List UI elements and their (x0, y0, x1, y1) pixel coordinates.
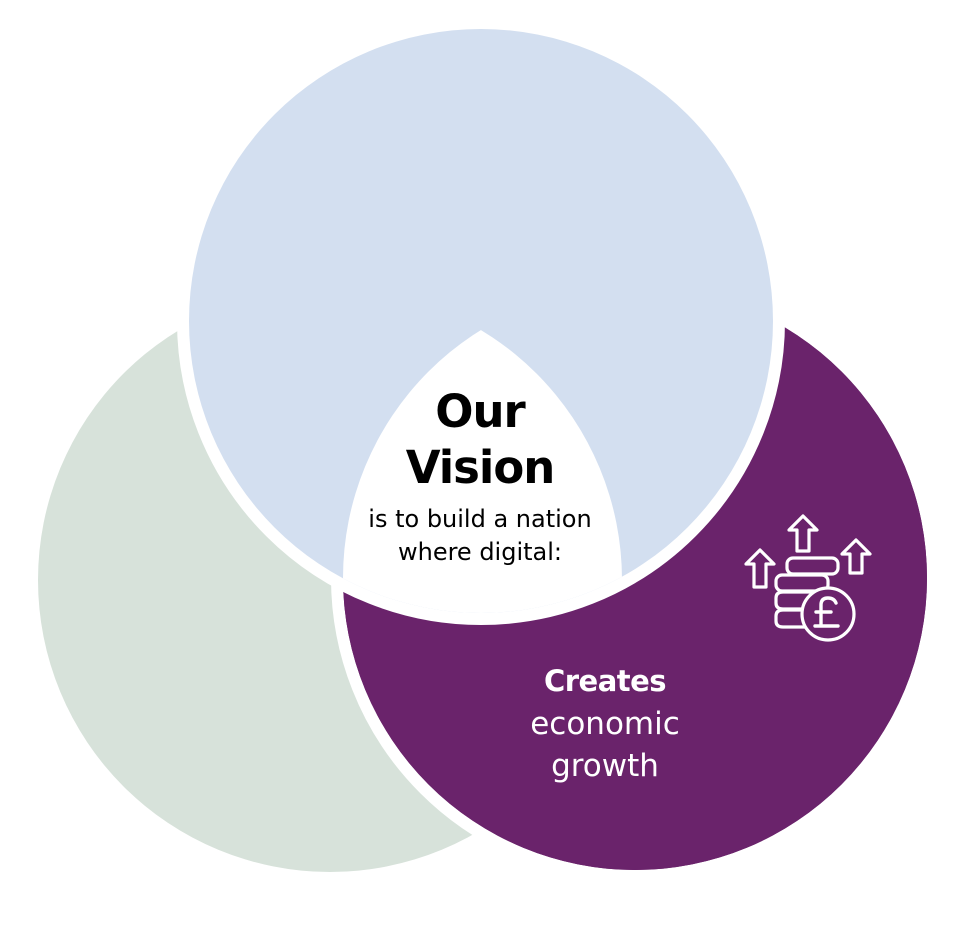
vision-title-line1: Our (435, 385, 525, 438)
vision-title-line2: Vision (405, 441, 556, 494)
purple-label-line2: economic (530, 706, 680, 742)
purple-label-line3: growth (551, 748, 659, 784)
purple-label: economic growth (480, 703, 730, 787)
vision-subtitle-line2: where digital: (397, 538, 562, 566)
vision-subtitle: is to build a nation where digital: (330, 503, 630, 569)
vision-title: Our Vision (330, 384, 630, 496)
vision-subtitle-line1: is to build a nation (368, 505, 592, 533)
purple-label-bold: Creates (543, 664, 667, 698)
coins-pound-growth-icon (744, 514, 872, 642)
